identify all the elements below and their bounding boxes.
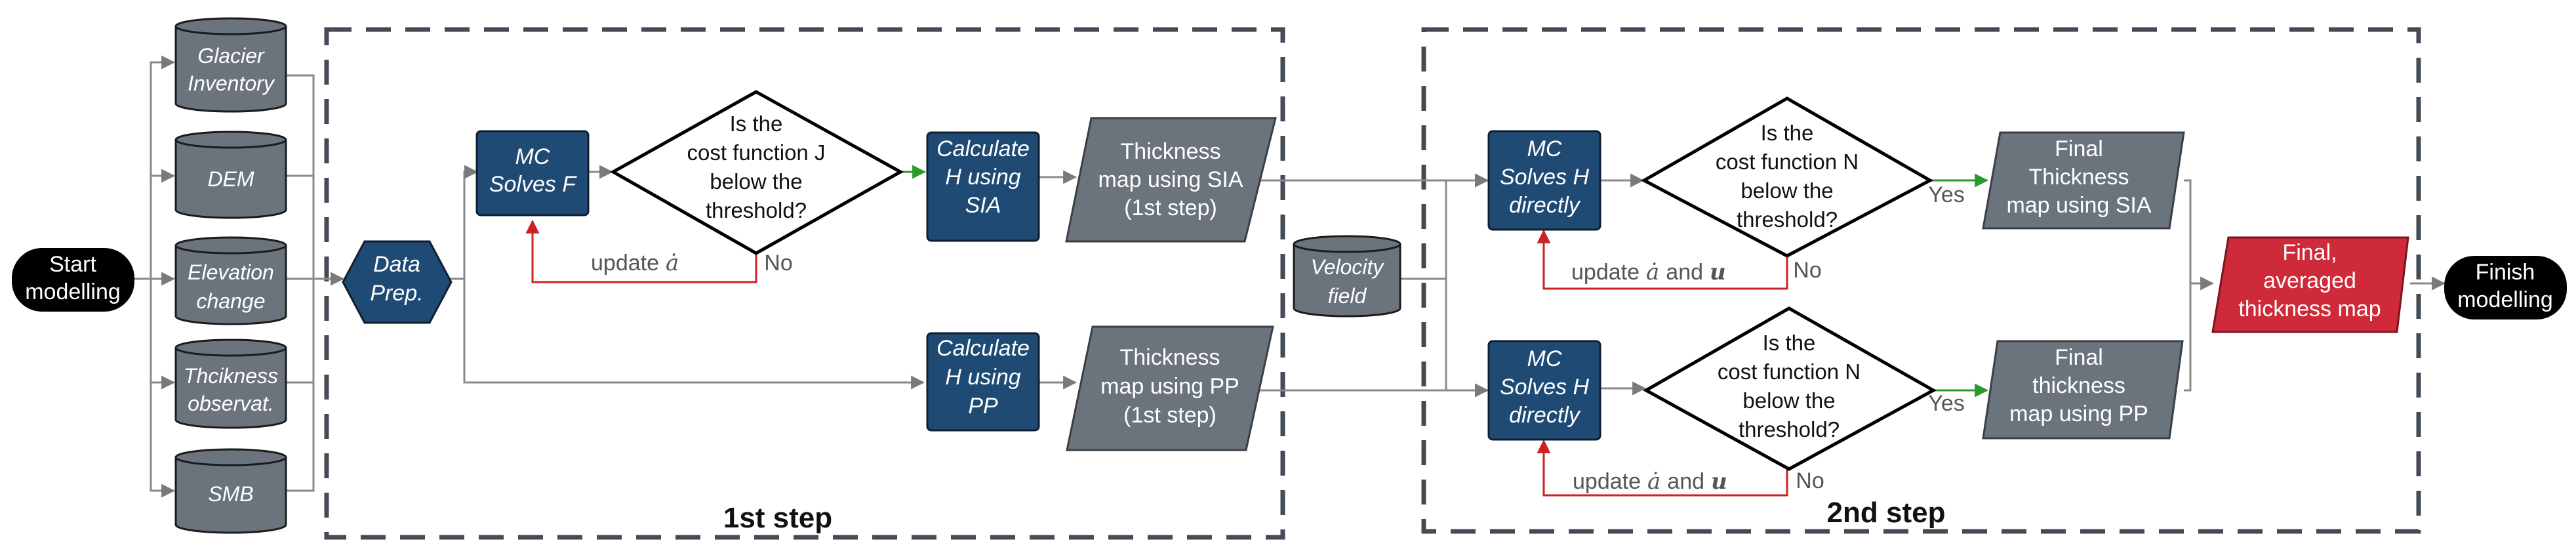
step1-no-label: No bbox=[764, 251, 792, 276]
elevation-change-label-2: change bbox=[197, 289, 266, 313]
decision-top-line-1: Is the bbox=[1761, 121, 1814, 145]
calc-pp-label-1: Calculate bbox=[936, 336, 1030, 361]
dem-label: DEM bbox=[207, 167, 254, 191]
mc-bottom-label-1: MC bbox=[1527, 346, 1562, 371]
map-sia-label-1: Thickness bbox=[1120, 139, 1220, 164]
mc-top-label-3: directly bbox=[1509, 193, 1581, 218]
calc-sia-label-3: SIA bbox=[965, 193, 1001, 218]
map-sia-label-2: map using SIA bbox=[1098, 167, 1243, 192]
glacier-inventory-label-1: Glacier bbox=[197, 44, 265, 68]
finish-label-2: modelling bbox=[2457, 287, 2553, 312]
step2-decision-bottom: Is the cost function N below the thresho… bbox=[1642, 306, 1937, 471]
input-elevation-change: Elevation change bbox=[174, 236, 287, 325]
decision-bottom-line-2: cost function N bbox=[1718, 360, 1861, 384]
final-sia-label-3: map using SIA bbox=[2006, 193, 2151, 218]
calc-sia-node: Calculate H using SIA bbox=[926, 131, 1040, 242]
data-prep-label-1: Data bbox=[373, 252, 420, 277]
final-pp-label-1: Final bbox=[2055, 345, 2103, 370]
velocity-label-1: Velocity bbox=[1311, 255, 1385, 279]
final-averaged-map: Final, averaged thickness map bbox=[2211, 236, 2409, 333]
step1-decision-line-2: cost function J bbox=[687, 140, 826, 165]
step1-decision-line-1: Is the bbox=[730, 112, 783, 136]
map-sia-step1: Thickness map using SIA (1st step) bbox=[1065, 117, 1277, 243]
mc-top-label-1: MC bbox=[1527, 136, 1562, 161]
calc-pp-label-2: H using bbox=[945, 365, 1020, 390]
final-pp-label-2: thickness bbox=[2032, 373, 2125, 398]
velocity-label-2: field bbox=[1328, 284, 1367, 308]
decision-top-line-2: cost function N bbox=[1716, 150, 1859, 174]
finish-label-1: Finish bbox=[2476, 260, 2535, 285]
velocity-field-input: Velocity field bbox=[1293, 235, 1401, 318]
map-pp-step1: Thickness map using PP (1st step) bbox=[1066, 325, 1274, 451]
input-glacier-inventory: Glacier Inventory bbox=[174, 17, 287, 113]
input-dem: DEM bbox=[174, 131, 287, 219]
thickness-observations-label-1: Thcikness bbox=[184, 364, 278, 388]
step1-mc-label-1: MC bbox=[515, 144, 550, 169]
mc-bottom-label-3: directly bbox=[1509, 403, 1581, 428]
calc-sia-label-1: Calculate bbox=[936, 136, 1030, 161]
final-label-3: thickness map bbox=[2238, 297, 2381, 321]
finish-terminal: Finish modelling bbox=[2444, 256, 2567, 319]
step2-no-bottom: No bbox=[1796, 468, 1824, 493]
step1-mc-node: MC Solves F bbox=[475, 130, 590, 216]
map-sia-label-3: (1st step) bbox=[1124, 195, 1217, 220]
step2-mc-bottom: MC Solves H directly bbox=[1487, 340, 1601, 441]
data-prep-node: Data Prep. bbox=[342, 240, 453, 324]
step2-no-top: No bbox=[1793, 258, 1821, 283]
mc-bottom-label-2: Solves H bbox=[1500, 375, 1589, 400]
step1-decision: Is the cost function J below the thresho… bbox=[609, 90, 904, 255]
final-label-2: averaged bbox=[2263, 268, 2356, 293]
step1-frame bbox=[324, 27, 1285, 540]
step2-yes-bottom: Yes bbox=[1928, 391, 1964, 416]
decision-top-line-3: below the bbox=[1741, 178, 1833, 203]
decision-bottom-line-1: Is the bbox=[1763, 331, 1816, 355]
no-loop-arrows bbox=[525, 219, 1788, 497]
yes-arrows bbox=[900, 165, 1989, 398]
glacier-inventory-label-2: Inventory bbox=[188, 72, 275, 95]
start-label-1: Start bbox=[49, 252, 96, 277]
thickness-observations-label-2: observat. bbox=[188, 392, 274, 415]
step2-decision-top: Is the cost function N below the thresho… bbox=[1640, 96, 1934, 258]
connectors bbox=[134, 55, 2446, 498]
decision-top-line-4: threshold? bbox=[1737, 207, 1838, 232]
input-thickness-observations: Thcikness observat. bbox=[174, 339, 287, 429]
data-prep-label-2: Prep. bbox=[370, 281, 423, 306]
smb-label: SMB bbox=[208, 482, 253, 506]
step2-yes-top: Yes bbox=[1928, 182, 1964, 207]
calc-pp-label-3: PP bbox=[968, 394, 998, 419]
input-smb: SMB bbox=[174, 448, 287, 534]
final-pp-label-3: map using PP bbox=[2009, 401, 2148, 426]
final-map-pp: Final thickness map using PP bbox=[1982, 340, 2184, 440]
final-sia-label-2: Thickness bbox=[2028, 165, 2129, 190]
step2-label: 2nd step bbox=[1827, 497, 1946, 529]
step1-decision-line-3: below the bbox=[710, 169, 802, 194]
map-pp-label-1: Thickness bbox=[1119, 345, 1220, 370]
final-sia-label-1: Final bbox=[2055, 136, 2103, 161]
decision-bottom-line-4: threshold? bbox=[1739, 417, 1840, 442]
elevation-change-label-1: Elevation bbox=[188, 260, 274, 284]
decision-bottom-line-3: below the bbox=[1742, 388, 1835, 413]
calc-pp-node: Calculate H using PP bbox=[926, 332, 1040, 432]
map-pp-label-3: (1st step) bbox=[1123, 403, 1217, 428]
start-terminal: Start modelling bbox=[12, 248, 134, 312]
final-map-sia: Final Thickness map using SIA bbox=[1982, 131, 2185, 230]
start-label-2: modelling bbox=[25, 279, 121, 304]
step1-label: 1st step bbox=[723, 502, 832, 534]
step2-mc-top: MC Solves H directly bbox=[1487, 130, 1601, 231]
final-label-1: Final, bbox=[2282, 240, 2337, 265]
calc-sia-label-2: H using bbox=[945, 165, 1020, 190]
map-pp-label-2: map using PP bbox=[1100, 374, 1239, 399]
step1-mc-label-2: Solves F bbox=[489, 172, 577, 197]
mc-top-label-2: Solves H bbox=[1500, 165, 1589, 190]
step1-decision-line-4: threshold? bbox=[706, 198, 807, 222]
